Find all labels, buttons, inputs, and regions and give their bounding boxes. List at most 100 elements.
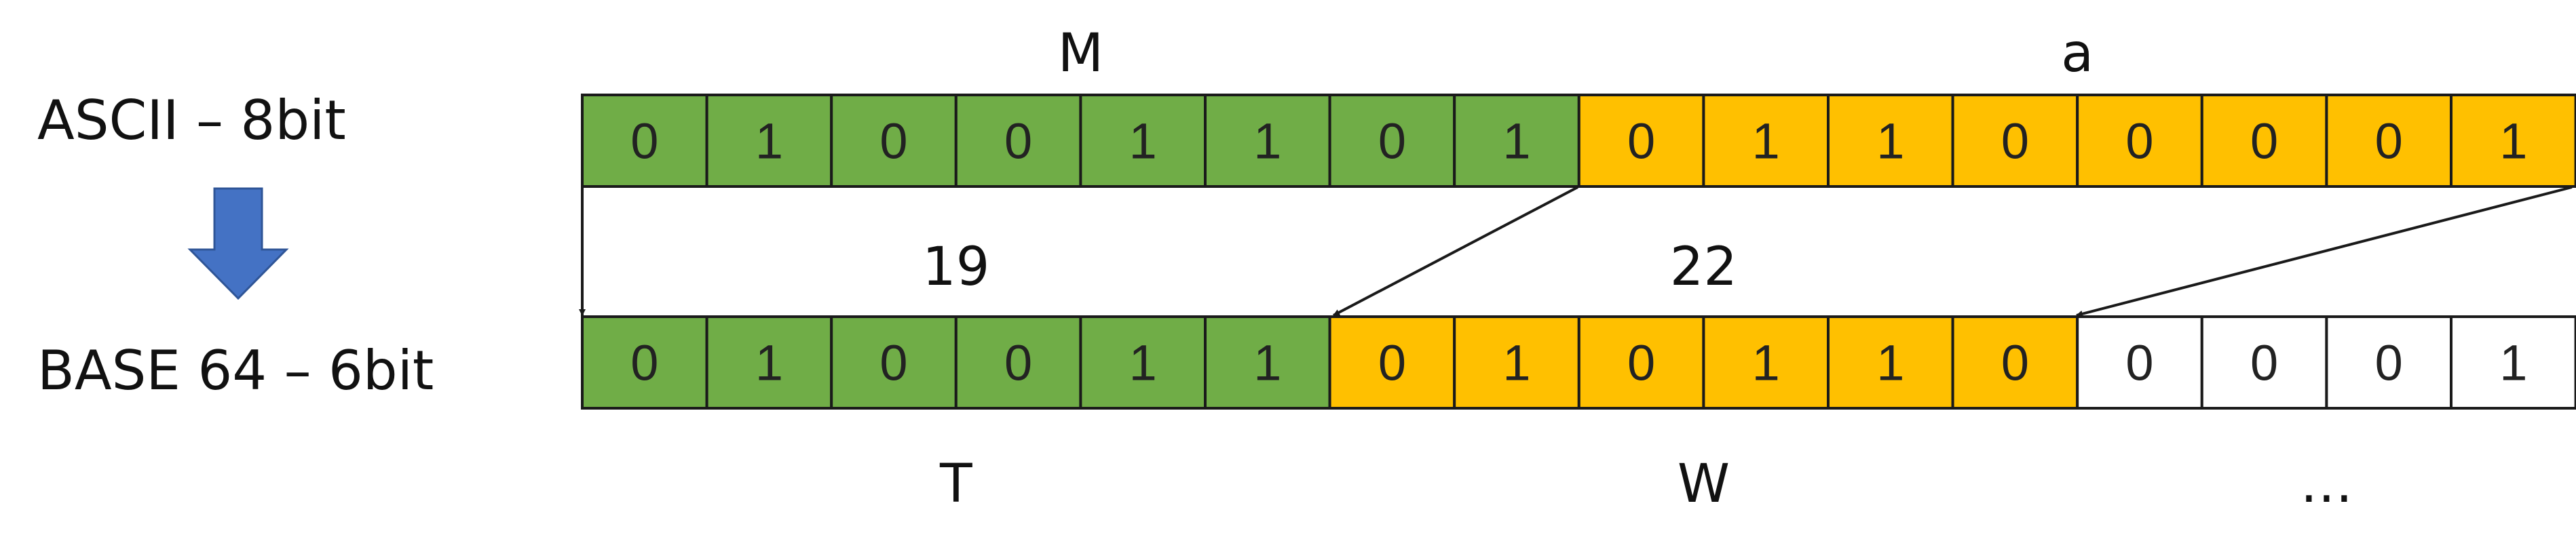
base64-bit-cell: 0 xyxy=(2076,315,2203,410)
base64-bit-cell: 1 xyxy=(1827,315,1954,410)
base64-bit-value: 0 xyxy=(879,335,907,391)
ascii-bit-box xyxy=(705,94,833,188)
ascii-bit-cell: 1 xyxy=(1079,94,1207,188)
base64-bit-box xyxy=(1951,315,2079,410)
base64-bit-value: 1 xyxy=(1129,335,1157,391)
base64-bit-value: 0 xyxy=(2125,335,2153,391)
base64-bit-value: 1 xyxy=(1752,335,1780,391)
ascii-bit-box xyxy=(830,94,958,188)
ascii-bit-box xyxy=(2076,94,2203,188)
ascii-bit-value: 1 xyxy=(1502,113,1530,170)
ascii-bit-box xyxy=(1951,94,2079,188)
base64-character-label: W xyxy=(1678,454,1730,515)
ascii-bit-cell: 0 xyxy=(581,94,708,188)
ascii-bit-cell: 0 xyxy=(1328,94,1456,188)
ascii-bit-cell: 1 xyxy=(2450,94,2576,188)
ascii-bit-cell: 0 xyxy=(1951,94,2079,188)
base64-bit-cell: 0 xyxy=(1328,315,1456,410)
arrow-to-second-sextet xyxy=(1333,186,1578,317)
ascii-bit-value: 0 xyxy=(2375,113,2403,170)
base64-character-label: … xyxy=(2300,454,2353,515)
ascii-bit-value: 1 xyxy=(755,113,783,170)
mapping-arrows xyxy=(579,186,2573,317)
ascii-bit-cell: 0 xyxy=(954,94,1082,188)
ascii-bit-value: 0 xyxy=(1004,113,1032,170)
ascii-bit-value: 1 xyxy=(1253,113,1281,170)
ascii-bit-value: 0 xyxy=(2125,113,2153,170)
ascii-bit-row: 0 1 0 0 1 1 0 1 0 1 1 0 0 0 0 1 xyxy=(581,94,2576,188)
ascii-bit-cell: 1 xyxy=(1453,94,1580,188)
base64-bit-box xyxy=(2200,315,2328,410)
base64-bit-cell: 0 xyxy=(2325,315,2452,410)
ascii-bit-value: 0 xyxy=(1627,113,1655,170)
ascii-bit-value: 0 xyxy=(2250,113,2278,170)
base64-bit-value: 1 xyxy=(1876,335,1904,391)
ascii-bit-value: 0 xyxy=(2001,113,2029,170)
base64-character-label: T xyxy=(939,454,972,515)
ascii-bit-value: 1 xyxy=(1129,113,1157,170)
base64-bit-cell: 1 xyxy=(1204,315,1331,410)
ascii-bit-value: 0 xyxy=(630,113,658,170)
ascii-bit-value: 0 xyxy=(879,113,907,170)
base64-bit-value: 0 xyxy=(1378,335,1406,391)
ascii-bit-box xyxy=(1328,94,1456,188)
base64-bit-cell: 1 xyxy=(1079,315,1207,410)
down-arrow-icon xyxy=(187,187,289,300)
ascii-bit-box xyxy=(1204,94,1331,188)
base64-bit-box xyxy=(1827,315,1954,410)
ascii-bit-box xyxy=(581,94,708,188)
base64-bit-value: 1 xyxy=(755,335,783,391)
ascii-bit-cell: 1 xyxy=(1827,94,1954,188)
base64-index-value: 19 xyxy=(922,237,989,298)
base64-bit-value: 0 xyxy=(1004,335,1032,391)
base64-label: BASE 64 – 6bit xyxy=(37,339,434,402)
ascii-bit-value: 1 xyxy=(2499,113,2527,170)
ascii-character-label: M xyxy=(1058,23,1103,84)
ascii-bit-box xyxy=(1702,94,1830,188)
base64-bit-value: 0 xyxy=(1627,335,1655,391)
base64-bit-cell: 0 xyxy=(581,315,708,410)
base64-bit-box xyxy=(830,315,958,410)
base64-index-value: 22 xyxy=(1670,237,1737,298)
base64-bit-cell: 0 xyxy=(1577,315,1705,410)
base64-bit-value: 0 xyxy=(2001,335,2029,391)
base64-bit-value: 0 xyxy=(2375,335,2403,391)
base64-bit-box xyxy=(1702,315,1830,410)
arrow-to-third-sextet xyxy=(2076,186,2573,317)
base64-bit-cell: 1 xyxy=(2450,315,2576,410)
base64-bit-value: 1 xyxy=(1502,335,1530,391)
ascii-bit-box xyxy=(1079,94,1207,188)
base64-bit-cell: 0 xyxy=(954,315,1082,410)
ascii-bit-cell: 0 xyxy=(1577,94,1705,188)
ascii-bit-cell: 0 xyxy=(830,94,958,188)
base64-bit-box xyxy=(1453,315,1580,410)
ascii-bit-box xyxy=(1453,94,1580,188)
ascii-bit-cell: 1 xyxy=(1702,94,1830,188)
ascii-bit-value: 1 xyxy=(1752,113,1780,170)
ascii-bit-cell: 1 xyxy=(1204,94,1331,188)
base64-bit-box xyxy=(2450,315,2576,410)
ascii-bit-cell: 0 xyxy=(2200,94,2328,188)
base64-bit-box xyxy=(2076,315,2203,410)
base64-bit-box xyxy=(954,315,1082,410)
ascii-bit-cell: 0 xyxy=(2325,94,2452,188)
ascii-bit-box xyxy=(2200,94,2328,188)
base64-character-labels: T W … xyxy=(939,454,2353,515)
ascii-bit-value: 1 xyxy=(1876,113,1904,170)
base64-bit-cell: 0 xyxy=(830,315,958,410)
ascii-bit-cell: 1 xyxy=(705,94,833,188)
base64-bit-box xyxy=(705,315,833,410)
base64-bit-value: 0 xyxy=(2250,335,2278,391)
base64-bit-box xyxy=(1079,315,1207,410)
base64-bit-box xyxy=(581,315,708,410)
base64-bit-value: 0 xyxy=(630,335,658,391)
ascii-bit-value: 0 xyxy=(1378,113,1406,170)
base64-bit-box xyxy=(1328,315,1456,410)
base64-bit-cell: 1 xyxy=(1453,315,1580,410)
base64-bit-cell: 0 xyxy=(2200,315,2328,410)
ascii-character-label: a xyxy=(2061,23,2094,84)
